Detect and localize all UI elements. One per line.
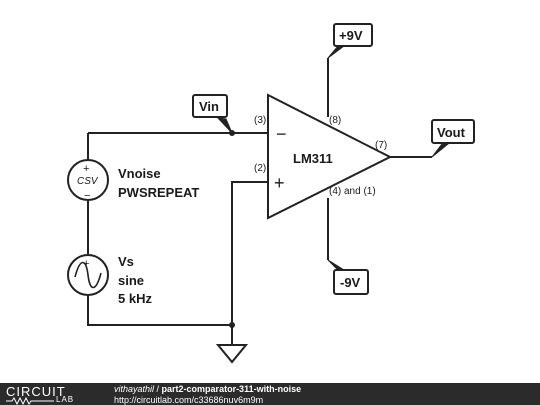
sine-source-plus: +: [83, 258, 89, 270]
circuitlab-logo-top[interactable]: CIRCUIT: [6, 384, 66, 399]
sine-wave-icon: [74, 261, 102, 289]
footer-circuit-title[interactable]: part2-comparator-311-with-noise: [161, 384, 302, 394]
opamp-plus-sign: +: [274, 173, 285, 193]
opamp-part-label: LM311: [293, 151, 333, 166]
noise-source-symbol: [67, 159, 109, 201]
noise-source-minus: −: [84, 190, 90, 202]
vin-net-label: Vin: [199, 99, 219, 114]
footer-url-link[interactable]: http://circuitlab.com/c33686nuv6m9m: [114, 395, 264, 405]
circuitlab-logo-bottom: LAB: [56, 395, 75, 404]
vout-net-label: Vout: [437, 125, 466, 140]
sine-source-type: sine: [118, 273, 144, 288]
sine-source-name: Vs: [118, 254, 134, 269]
neg-supply-label: -9V: [340, 275, 361, 290]
wire-bottom-return: [87, 295, 232, 326]
opamp-minus-sign: −: [276, 124, 287, 144]
footer-bar: CIRCUIT LAB vithayathil / part2-comparat…: [0, 383, 540, 405]
schematic-svg: − + LM311 (3) (2) (8) (7) (4) and (1) CS…: [67, 23, 475, 364]
pin-8-label: (8): [329, 115, 341, 126]
circuitlab-logo-wave-icon: [6, 397, 54, 405]
noise-source-name: Vnoise: [118, 166, 161, 181]
pin-4-1-label: (4) and (1): [329, 186, 376, 197]
footer-circuit-info: vithayathil / part2-comparator-311-with-…: [114, 384, 301, 394]
csv-source-icon: CSV: [77, 176, 99, 187]
pin-3-label: (3): [254, 115, 266, 126]
neg-supply-label-box: [333, 269, 369, 295]
pos-supply-label: +9V: [339, 28, 363, 43]
comparator-triangle-icon: [267, 93, 393, 220]
vout-flag-tail: [431, 143, 450, 158]
pos-supply-flag-tail: [327, 45, 346, 59]
junction-dot-ground: [229, 322, 235, 328]
ground-symbol-icon: [215, 344, 249, 364]
noise-source-type: PWSREPEAT: [118, 185, 199, 200]
sine-source-frequency: 5 kHz: [118, 291, 152, 306]
footer-author[interactable]: vithayathil: [114, 384, 155, 394]
footer-separator: /: [154, 384, 162, 394]
pin-7-label: (7): [375, 140, 387, 151]
vout-net-label-box: [431, 119, 475, 144]
vin-net-label-box: [192, 94, 228, 118]
neg-supply-flag-tail: [327, 259, 346, 271]
wires: [87, 58, 432, 345]
pos-supply-label-box: [333, 23, 373, 47]
vin-flag-tail: [216, 117, 233, 134]
noise-source-plus: +: [83, 163, 89, 175]
pin-2-label: (2): [254, 163, 266, 174]
wire-noninverting-input: [231, 181, 268, 345]
